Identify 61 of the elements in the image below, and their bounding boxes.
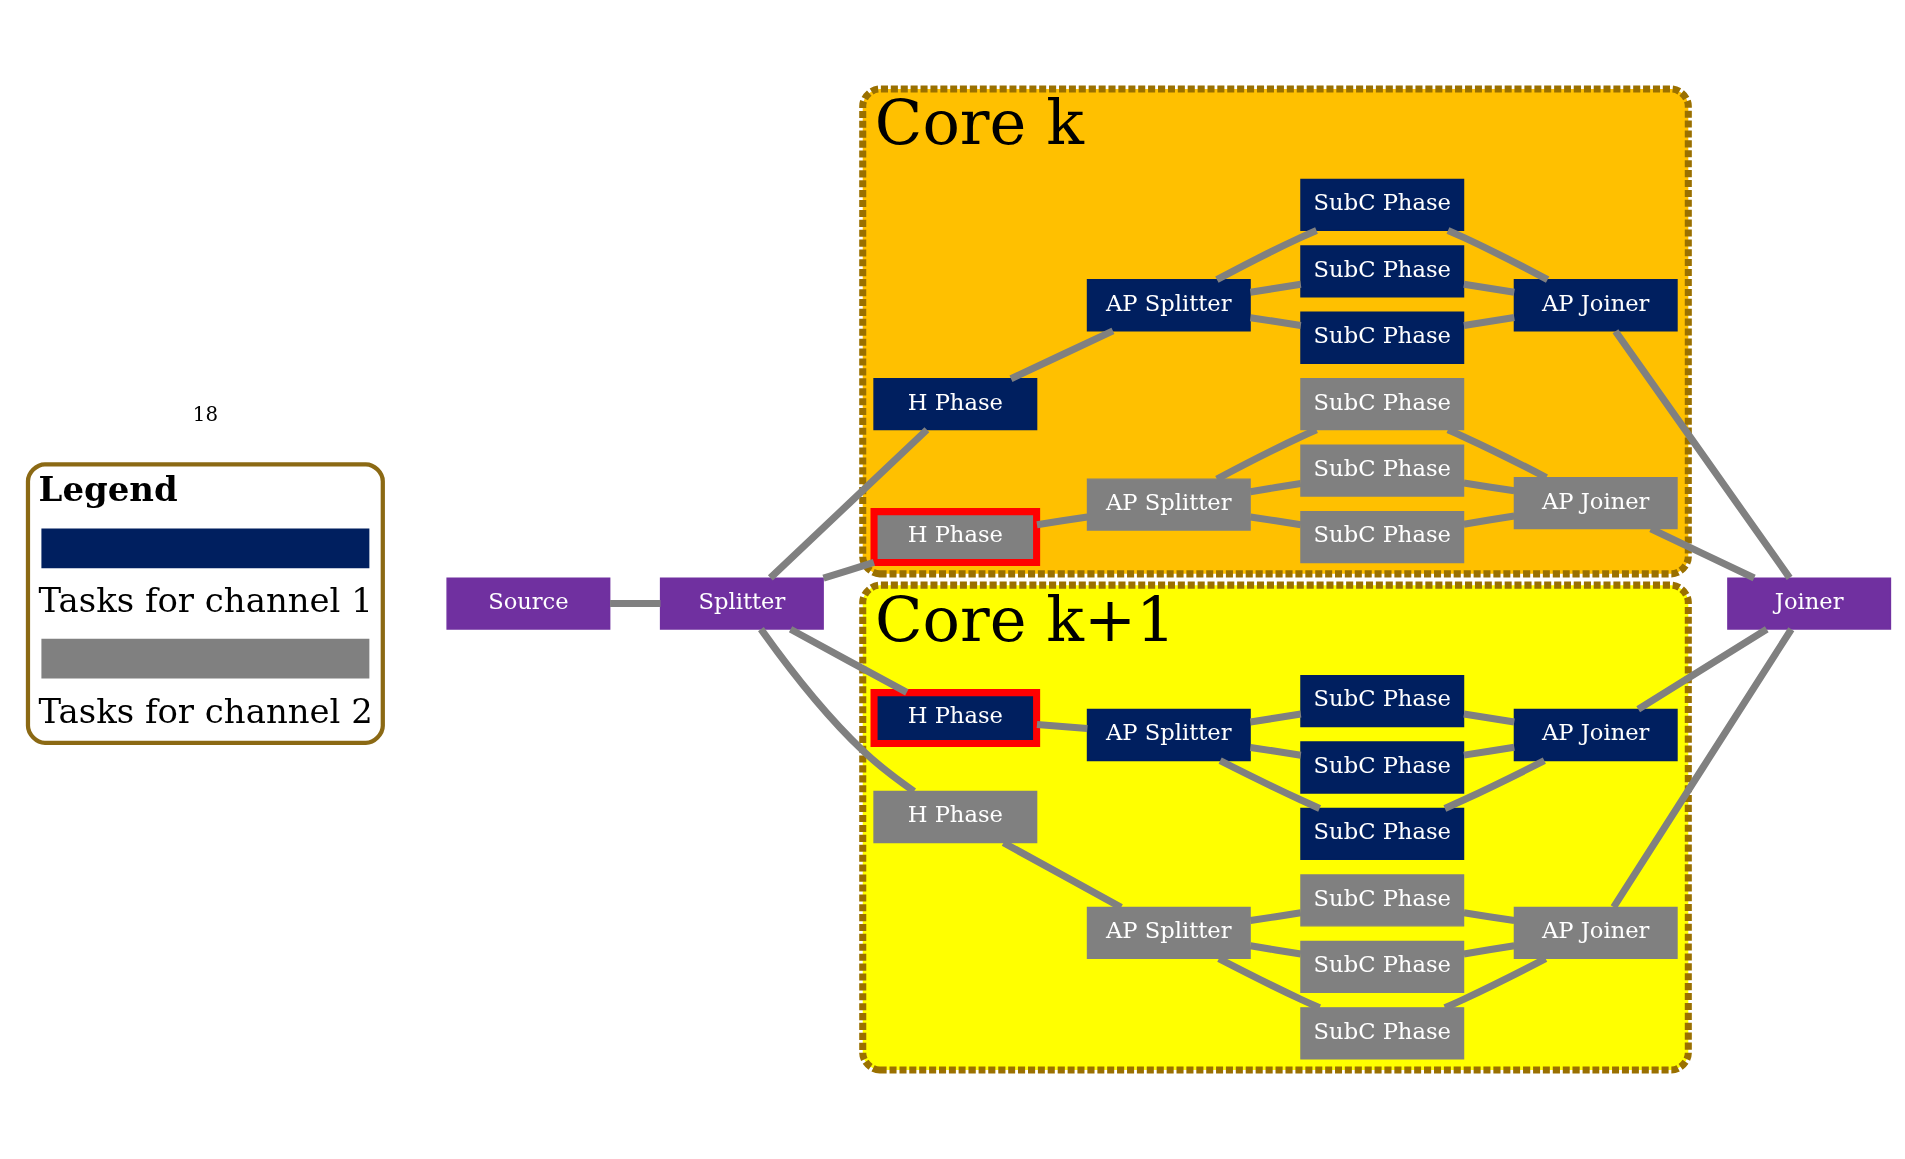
label: Legend <box>38 468 178 509</box>
node-box: H Phase <box>870 689 1041 747</box>
connector <box>1610 627 1795 909</box>
connector <box>1446 227 1550 283</box>
node-box: SubC Phase <box>1300 378 1465 431</box>
connector <box>1249 743 1302 759</box>
connector <box>1463 909 1515 925</box>
node-box: AP Splitter <box>1086 478 1251 531</box>
connector <box>1036 513 1088 529</box>
node-box: SubC Phase <box>1300 311 1465 364</box>
node-box: AP Joiner <box>1513 279 1678 332</box>
connector <box>1009 327 1115 382</box>
node-box: SubC Phase <box>1300 510 1465 564</box>
node-box: AP Joiner <box>1513 906 1678 960</box>
node-box: SubC Phase <box>1300 807 1465 861</box>
node-box: SubC Phase <box>1300 741 1465 794</box>
node-box: SubC Phase <box>1300 874 1465 927</box>
connector <box>1249 909 1302 925</box>
connector <box>1463 710 1515 726</box>
connector <box>1463 743 1515 759</box>
label: 18 <box>192 402 218 426</box>
node-box: SubC Phase <box>1300 940 1465 993</box>
node-box: Splitter <box>659 577 824 630</box>
connector <box>1249 942 1302 958</box>
connector <box>1463 942 1515 958</box>
node-box: SubC Phase <box>1300 245 1465 298</box>
connector <box>1249 710 1302 726</box>
node-box: Source <box>446 577 611 630</box>
node-box: AP Joiner <box>1513 477 1678 530</box>
connector <box>1463 479 1515 495</box>
node-box: AP Splitter <box>1086 279 1251 332</box>
node-box: AP Splitter <box>1086 906 1251 960</box>
connector <box>1249 480 1302 496</box>
connector <box>788 626 909 696</box>
connector <box>1636 626 1769 713</box>
connector <box>822 558 875 582</box>
connector <box>1249 280 1302 296</box>
legend-label: Tasks for channel 2 <box>38 691 373 731</box>
connector <box>1463 280 1515 296</box>
node-box: AP Splitter <box>1086 708 1251 762</box>
node-box: AP Joiner <box>1513 708 1678 762</box>
connector <box>1249 314 1302 329</box>
node-box: Joiner <box>1727 577 1892 630</box>
connector <box>1463 512 1515 528</box>
connector <box>610 600 661 608</box>
connector <box>1612 329 1793 580</box>
legend-label: Tasks for channel 1 <box>38 581 373 621</box>
node-box: SubC Phase <box>1300 178 1465 232</box>
connector <box>1036 720 1088 733</box>
node-box: H Phase <box>873 790 1038 844</box>
node-box: SubC Phase <box>1300 674 1465 728</box>
connector <box>767 427 930 581</box>
node-box: SubC Phase <box>1300 444 1465 497</box>
connector <box>1218 757 1322 812</box>
node-box: SubC Phase <box>1300 1007 1465 1060</box>
node-box: H Phase <box>873 378 1038 431</box>
connector <box>1215 227 1318 283</box>
connector <box>1249 513 1302 529</box>
node-box: H Phase <box>870 508 1041 567</box>
connector <box>1443 757 1546 812</box>
connector <box>1463 314 1515 329</box>
